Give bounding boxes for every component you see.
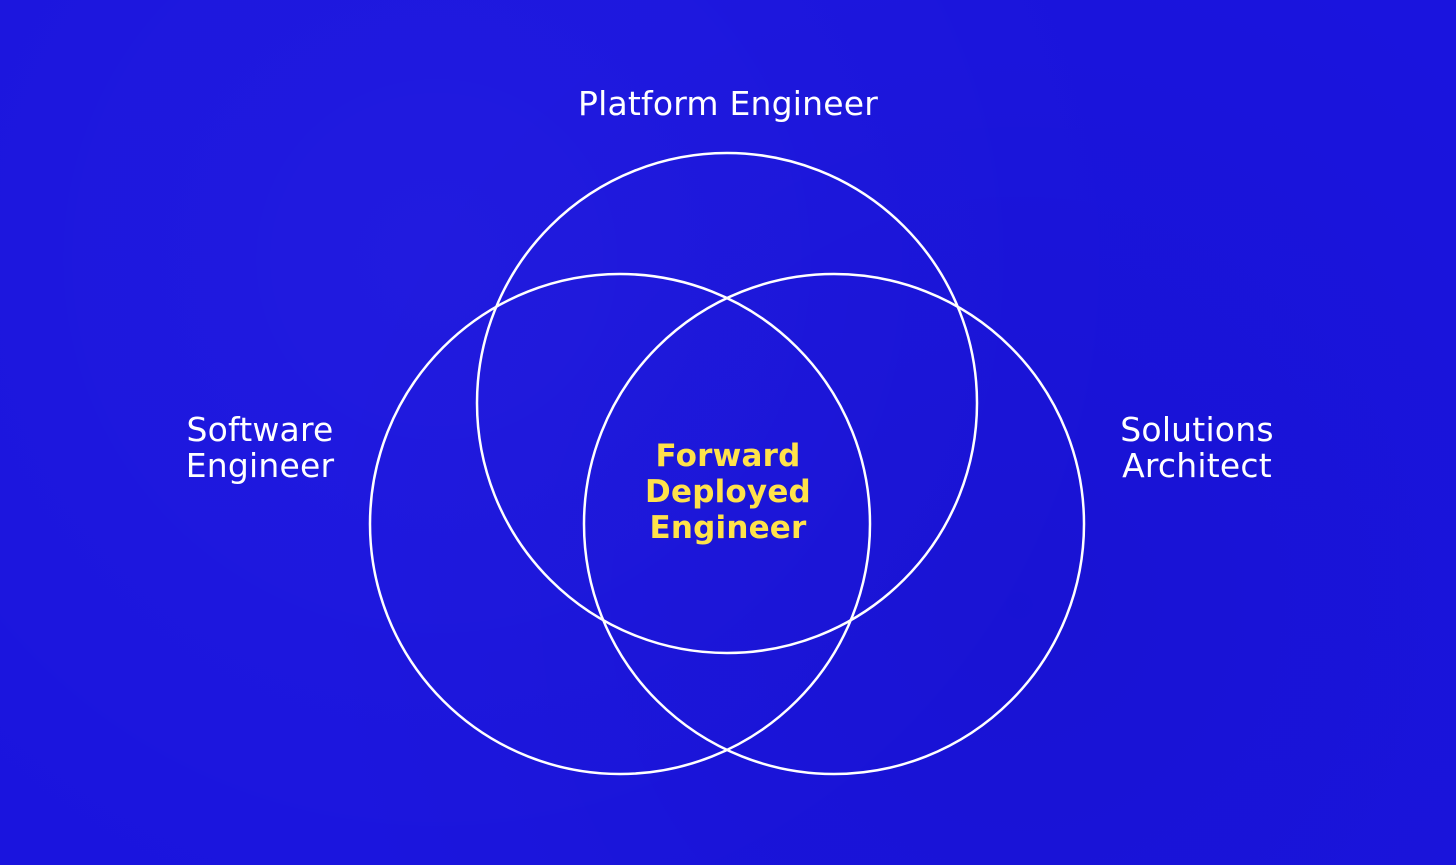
label-platform-engineer: Platform Engineer: [577, 84, 879, 123]
label-forward-deployed-engineer: Forward Deployed Engineer: [645, 438, 811, 546]
label-solutions-architect: Solutions Architect: [1120, 410, 1274, 485]
circle-software-engineer: [368, 272, 872, 776]
circle-platform-engineer: [475, 151, 979, 655]
label-software-engineer: Software Engineer: [185, 410, 335, 485]
circle-solutions-architect: [582, 272, 1086, 776]
